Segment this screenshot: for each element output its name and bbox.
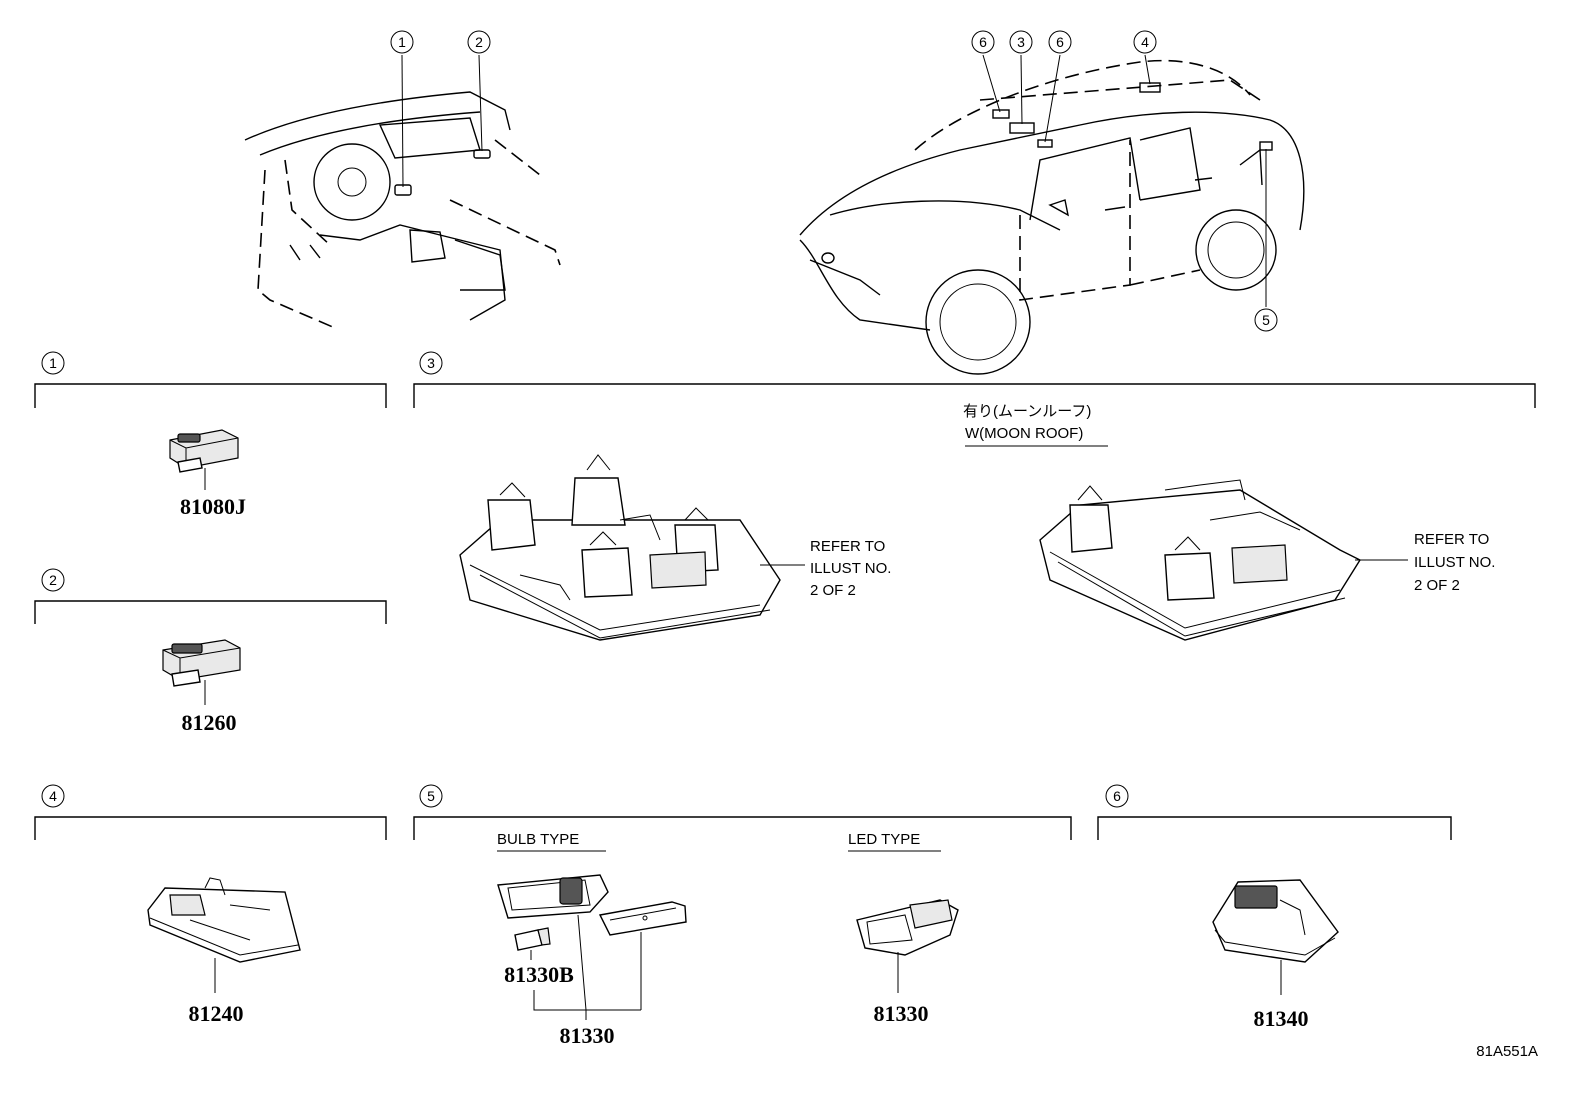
section-6: 6 81340 — [1097, 784, 1452, 1031]
callout-6a-top: 6 — [971, 30, 995, 54]
part-number-81330B: 81330B — [504, 962, 574, 987]
part-number-81240: 81240 — [189, 1001, 244, 1026]
part-number-81330-bulb-assy: 81330 — [560, 1023, 615, 1048]
part-81260-illustration — [162, 639, 241, 687]
callout-5-top: 5 — [1254, 308, 1278, 332]
svg-text:3: 3 — [427, 355, 435, 371]
illustration-id: 81A551A — [1476, 1043, 1538, 1060]
callout-1-top: 1 — [390, 30, 414, 54]
part-number-81340: 81340 — [1254, 1006, 1309, 1031]
svg-text:2: 2 — [49, 572, 57, 588]
bulb-lamp-lens-illustration — [497, 874, 609, 919]
svg-text:1: 1 — [398, 34, 406, 50]
section-4: 4 81240 — [34, 784, 387, 1026]
led-lamp-illustration — [856, 899, 959, 956]
section-5: 5 BULB TYPE LED TYPE 81330B 81330 — [413, 784, 1072, 1048]
svg-text:6: 6 — [1113, 788, 1121, 804]
refer-right-line1: REFER TO — [1414, 531, 1489, 548]
vehicle-illustration — [799, 59, 1305, 375]
part-number-81330-led: 81330 — [874, 1001, 929, 1026]
section-3: 3 REFER TO ILLUST NO. 2 OF 2 有り(ムーンルーフ) … — [413, 351, 1536, 641]
svg-text:4: 4 — [1141, 34, 1149, 50]
svg-text:5: 5 — [1262, 312, 1270, 328]
interior-dashboard-illustration — [244, 91, 561, 329]
refer-left-line2: ILLUST NO. — [810, 560, 891, 577]
callout-3-top: 3 — [1009, 30, 1033, 54]
overhead-console-moon-roof-illustration — [1039, 479, 1362, 641]
moon-roof-note-en: W(MOON ROOF) — [965, 425, 1083, 442]
part-81340-illustration — [1212, 879, 1339, 963]
bulb-type-label: BULB TYPE — [497, 831, 579, 848]
part-number-81080J: 81080J — [180, 494, 246, 519]
svg-text:4: 4 — [49, 788, 57, 804]
part-81080J-illustration — [169, 429, 239, 473]
svg-text:6: 6 — [979, 34, 987, 50]
callout-2-top: 2 — [467, 30, 491, 54]
callout-4-top: 4 — [1133, 30, 1157, 54]
refer-left-line3: 2 OF 2 — [810, 582, 856, 599]
bulb-illustration — [514, 927, 551, 951]
svg-text:1: 1 — [49, 355, 57, 371]
svg-text:5: 5 — [427, 788, 435, 804]
led-type-label: LED TYPE — [848, 831, 920, 848]
moon-roof-note-jp: 有り(ムーンルーフ) — [963, 403, 1091, 420]
part-number-81260: 81260 — [182, 710, 237, 735]
refer-left-line1: REFER TO — [810, 538, 885, 555]
svg-text:3: 3 — [1017, 34, 1025, 50]
overhead-console-standard-illustration — [459, 454, 781, 641]
section-1: 1 81080J — [34, 351, 387, 519]
callout-6b-top: 6 — [1048, 30, 1072, 54]
section-2: 2 81260 — [34, 568, 387, 735]
refer-right-line3: 2 OF 2 — [1414, 577, 1460, 594]
bulb-socket-housing-illustration — [598, 901, 687, 936]
svg-text:2: 2 — [475, 34, 483, 50]
svg-text:6: 6 — [1056, 34, 1064, 50]
part-81240-illustration — [147, 877, 301, 963]
refer-right-line2: ILLUST NO. — [1414, 554, 1495, 571]
